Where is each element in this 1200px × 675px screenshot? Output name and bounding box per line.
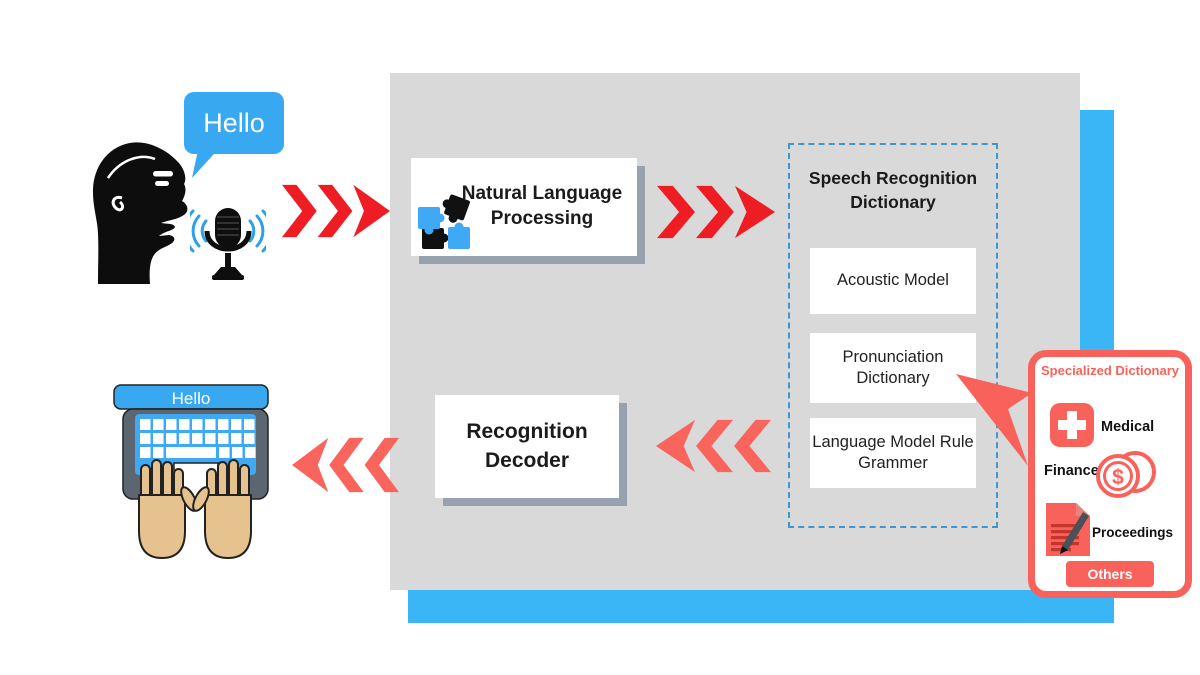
- speech-bubble: Hello: [184, 92, 284, 154]
- dollar-sign: $: [1112, 466, 1124, 489]
- typed-text: Hello: [172, 389, 211, 408]
- recognition-decoder-label: Recognition Decoder: [466, 420, 588, 472]
- typing-keyboard-illustration: Hello: [113, 384, 269, 559]
- language-model-box: Language Model Rule Grammer: [810, 418, 976, 488]
- speech-recognition-dictionary-box: Speech Recognition Dictionary Acoustic M…: [788, 143, 998, 528]
- puzzle-pieces-icon: [418, 194, 470, 249]
- proceedings-document-icon: [1046, 503, 1090, 556]
- arrows-speaker-to-nlp: [282, 184, 390, 238]
- finance-label: Finance: [1044, 463, 1099, 479]
- arrows-dictionary-to-decoder: [656, 419, 771, 473]
- pronunciation-dictionary-box: Pronunciation Dictionary: [810, 333, 976, 403]
- chevron-right-icon: [657, 185, 775, 239]
- speaker-head-icon: [92, 142, 188, 284]
- arrows-decoder-to-typing: [292, 437, 399, 493]
- keyboard-keys: [140, 419, 256, 458]
- medical-label: Medical: [1101, 419, 1155, 435]
- chevron-left-icon: [292, 437, 399, 493]
- medical-cross-icon: [1050, 403, 1094, 447]
- others-button: Others: [1066, 561, 1154, 587]
- recognition-decoder-box: Recognition Decoder: [435, 395, 619, 498]
- nlp-label: Natural Language Processing: [461, 183, 623, 229]
- chevron-right-icon: [282, 184, 390, 238]
- chevron-left-icon: [656, 419, 771, 473]
- specialized-dictionary-title: Specialized Dictionary: [1041, 363, 1179, 378]
- acoustic-model-box: Acoustic Model: [810, 248, 976, 314]
- speech-bubble-text: Hello: [203, 107, 265, 138]
- speech-recognition-dictionary-title: Speech Recognition Dictionary: [808, 168, 978, 212]
- left-hand: [138, 459, 198, 559]
- arrows-nlp-to-dictionary: [657, 185, 775, 239]
- sound-waves-icon: [190, 209, 266, 253]
- proceedings-label: Proceedings: [1092, 525, 1174, 540]
- callout-pointer-icon: [956, 374, 1032, 466]
- microphone-icon: [190, 208, 266, 280]
- finance-coins-icon: $: [1096, 451, 1156, 498]
- specialized-dictionary-card: Specialized Dictionary Medical Finance $…: [1028, 350, 1192, 598]
- right-hand: [192, 459, 252, 559]
